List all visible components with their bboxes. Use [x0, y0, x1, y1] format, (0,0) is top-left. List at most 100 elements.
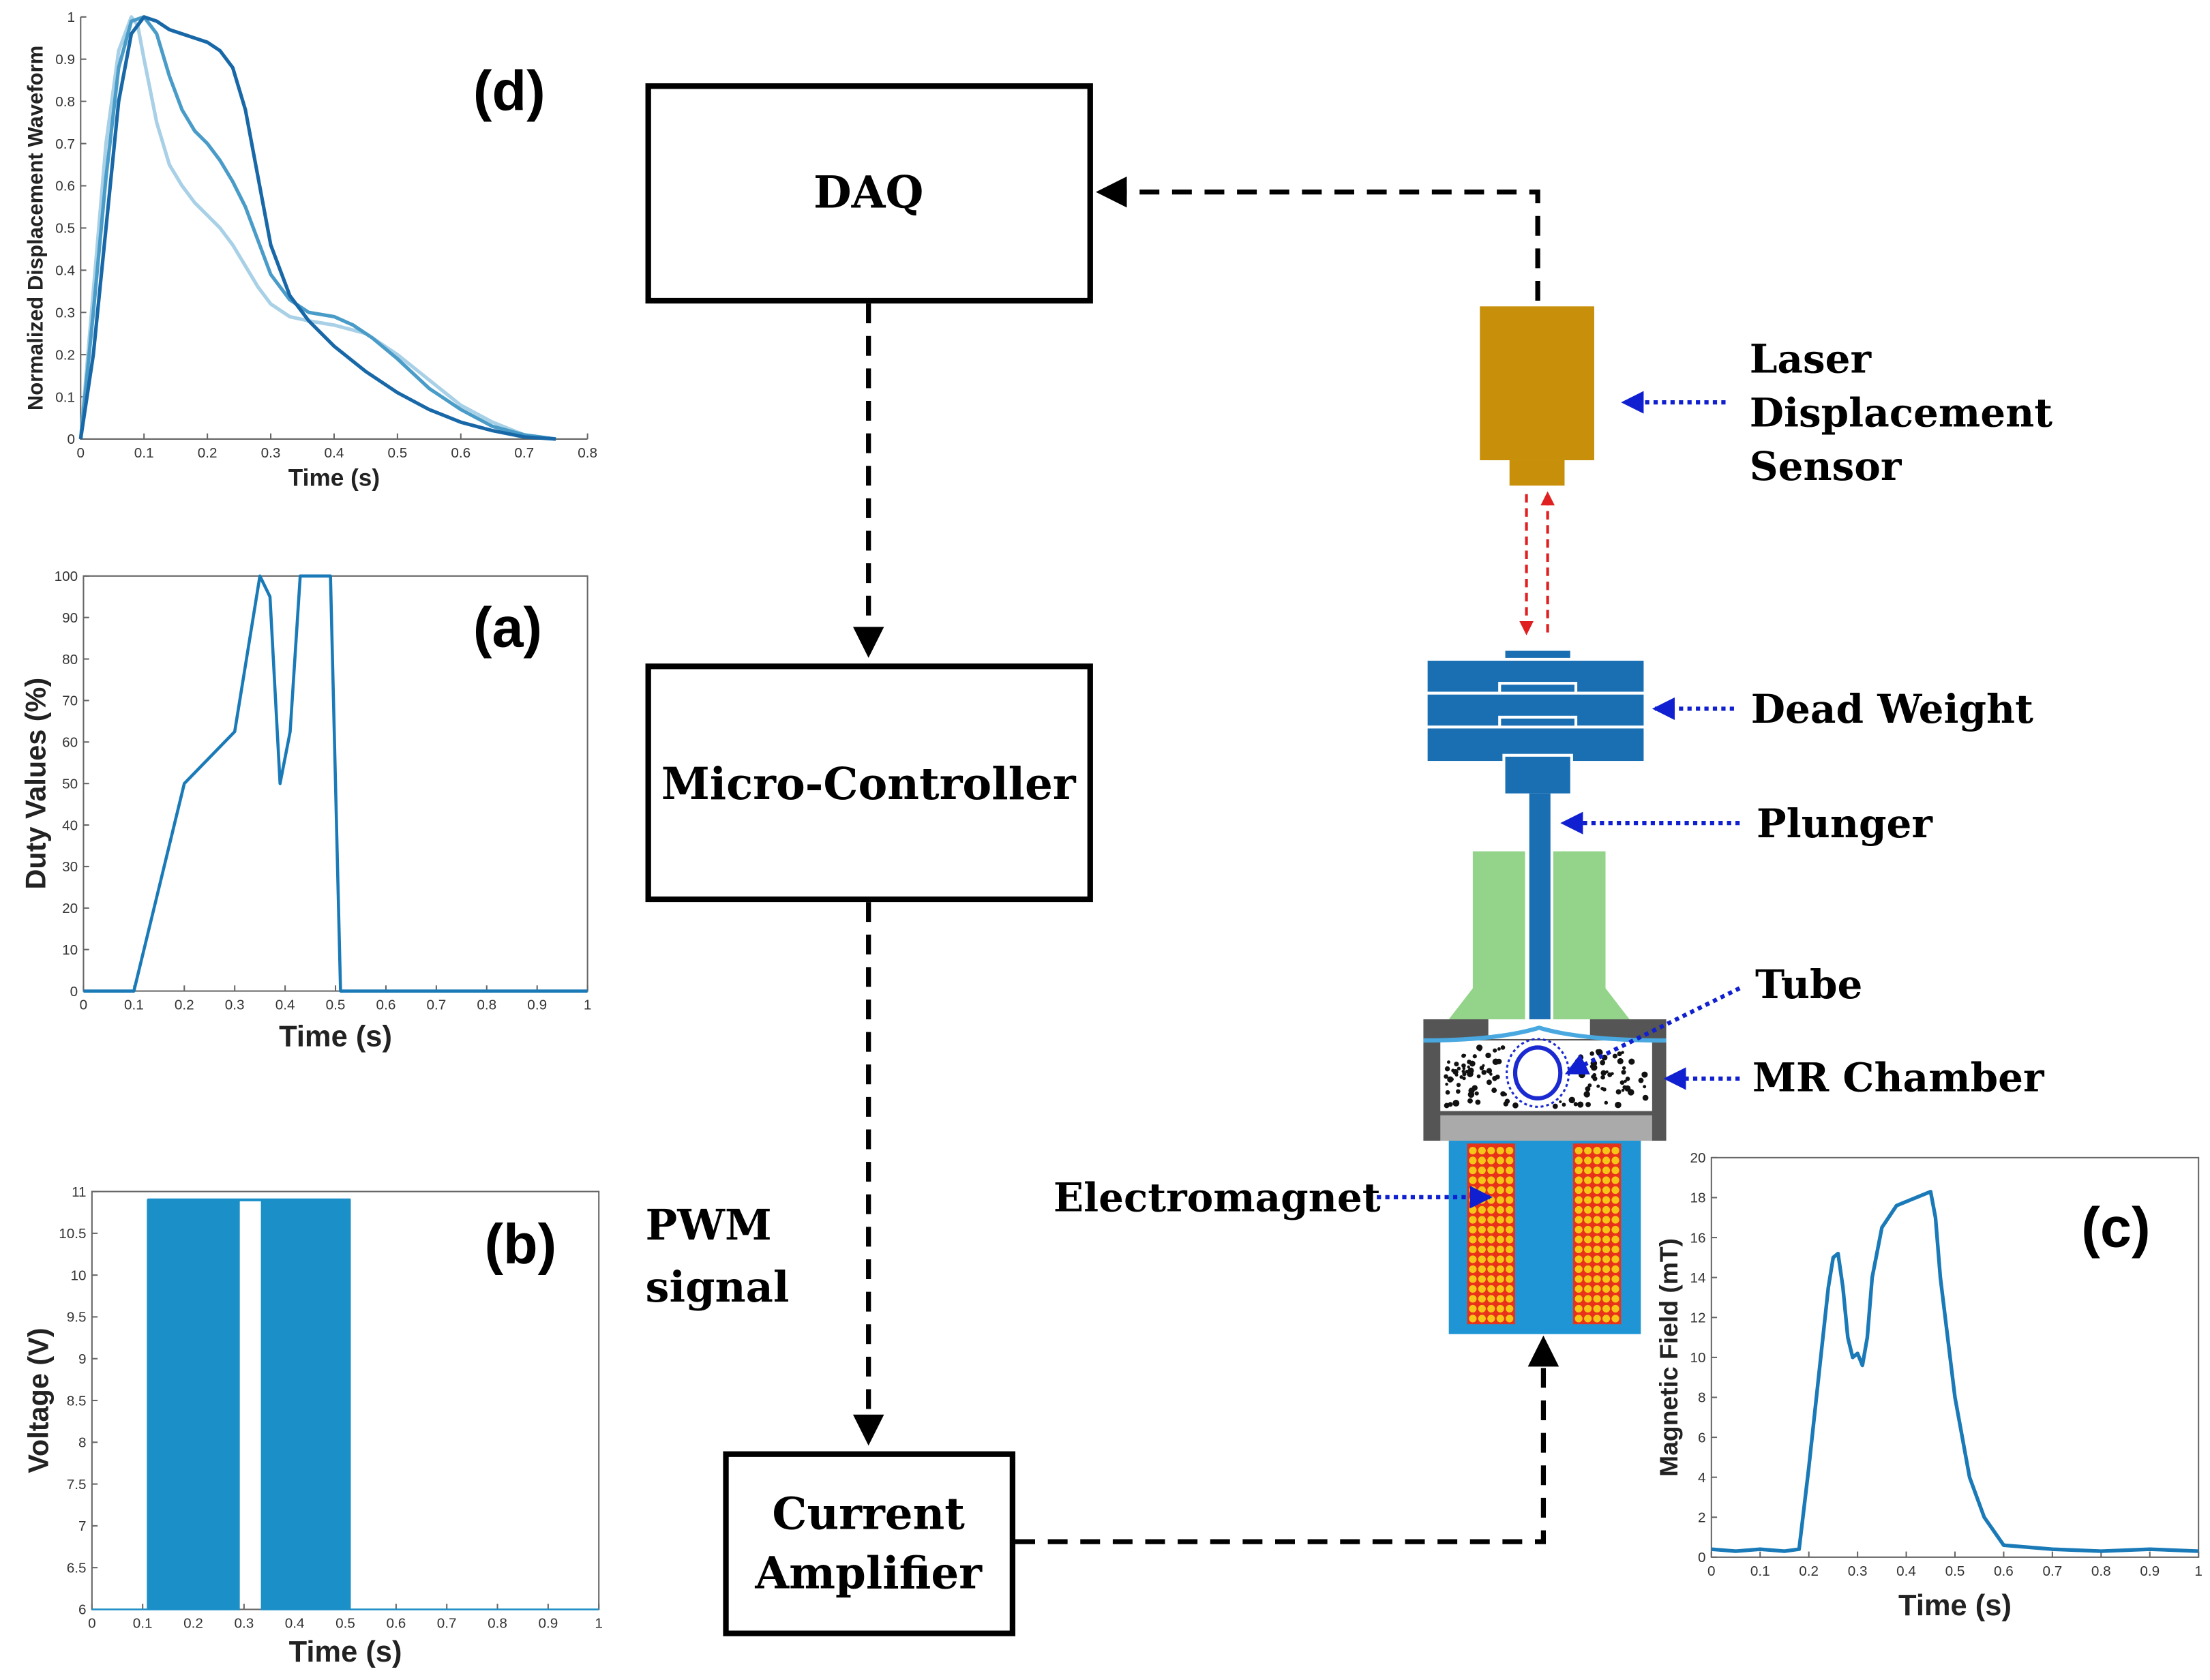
mr-particle	[1463, 1053, 1467, 1058]
mr-particle	[1600, 1075, 1605, 1080]
mr-particle	[1446, 1060, 1450, 1064]
mr-particle	[1589, 1065, 1593, 1068]
coil-winding	[1611, 1196, 1619, 1204]
mr-particle	[1573, 1102, 1578, 1107]
coil-winding	[1478, 1304, 1486, 1313]
y-tick-label: 1	[67, 10, 75, 25]
y-tick-label: 8	[1698, 1390, 1706, 1406]
mr-particle	[1621, 1051, 1624, 1054]
mr-particle	[1485, 1052, 1491, 1059]
y-tick-label: 0.7	[55, 136, 75, 152]
mr-particle	[1492, 1058, 1499, 1066]
coil-winding	[1506, 1156, 1514, 1165]
current-amplifier-label-line1: Current	[772, 1488, 965, 1540]
x-tick-label: 0.6	[386, 1615, 406, 1631]
coil-winding	[1584, 1235, 1592, 1244]
coil-winding	[1602, 1235, 1611, 1244]
mr-particle	[1617, 1051, 1622, 1057]
coil-winding	[1496, 1304, 1504, 1313]
coil-winding	[1469, 1156, 1477, 1165]
coil-winding	[1506, 1285, 1514, 1293]
mr-particle	[1504, 1092, 1507, 1096]
mr-particle	[1621, 1088, 1625, 1092]
coil-winding	[1478, 1166, 1486, 1175]
coil-winding	[1611, 1265, 1619, 1274]
x-tick-label: 0.1	[133, 1615, 153, 1631]
x-tick-label: 0.7	[2042, 1563, 2062, 1579]
series-line-1	[83, 574, 588, 993]
coil-winding	[1611, 1245, 1619, 1254]
coil-winding	[1469, 1235, 1477, 1244]
coil-winding	[1469, 1205, 1477, 1214]
mr-particle	[1624, 1085, 1631, 1092]
coil-winding	[1574, 1196, 1583, 1204]
x-tick-label: 0.2	[183, 1615, 203, 1631]
coil-winding	[1584, 1196, 1592, 1204]
y-tick-label: 0.5	[55, 221, 75, 237]
mr-particle	[1445, 1090, 1450, 1095]
micro-controller-label: Micro-Controller	[661, 759, 1077, 810]
coil-winding	[1496, 1245, 1504, 1254]
coil-winding	[1478, 1186, 1486, 1195]
coil-winding	[1593, 1235, 1601, 1244]
coil-winding	[1593, 1166, 1601, 1175]
x-tick-label: 0.7	[426, 997, 446, 1012]
coil-winding	[1487, 1216, 1495, 1224]
y-tick-label: 6	[1698, 1430, 1706, 1445]
coil-winding	[1496, 1186, 1504, 1195]
laser-beam	[1519, 491, 1555, 635]
coil-winding	[1574, 1225, 1583, 1234]
coil-winding	[1506, 1275, 1514, 1283]
coil-winding	[1487, 1255, 1495, 1263]
mr-particle	[1577, 1101, 1584, 1108]
coil-winding	[1496, 1235, 1504, 1244]
mr-particle	[1467, 1098, 1473, 1104]
mr-particle	[1454, 1073, 1459, 1077]
coil-winding	[1602, 1245, 1611, 1254]
y-tick-label: 4	[1698, 1470, 1706, 1486]
x-tick-label: 0.5	[387, 445, 407, 461]
coil-winding	[1574, 1216, 1583, 1224]
coil-right	[1572, 1143, 1622, 1325]
coil-winding	[1574, 1156, 1583, 1165]
x-tick-label: 0.5	[335, 1615, 355, 1631]
coil-winding	[1584, 1285, 1592, 1293]
coil-winding	[1496, 1255, 1504, 1263]
x-tick-label: 0.1	[1750, 1563, 1770, 1579]
coil-winding	[1506, 1255, 1514, 1263]
coil-winding	[1602, 1186, 1611, 1195]
mr-particle	[1628, 1058, 1635, 1065]
coil-winding	[1584, 1275, 1592, 1283]
y-axis-label: Duty Values (%)	[20, 678, 52, 890]
coil-winding	[1496, 1225, 1504, 1234]
coil-winding	[1574, 1295, 1583, 1303]
mr-particle	[1452, 1099, 1460, 1107]
coil-winding	[1496, 1295, 1504, 1303]
tube	[1512, 1045, 1563, 1101]
x-tick-label: 0.2	[1799, 1563, 1819, 1579]
coil-winding	[1602, 1255, 1611, 1263]
coil-winding	[1574, 1176, 1583, 1184]
coil-winding	[1602, 1285, 1611, 1293]
y-tick-label: 8	[78, 1435, 87, 1451]
coil-winding	[1593, 1225, 1601, 1234]
y-tick-label: 7.5	[67, 1477, 87, 1492]
coil-winding	[1602, 1205, 1611, 1214]
y-tick-label: 0	[70, 984, 78, 1000]
mr-particle	[1476, 1045, 1483, 1051]
laser-displacement-sensor	[1480, 306, 1594, 486]
coil-winding	[1478, 1255, 1486, 1263]
y-tick-label: 10	[1690, 1350, 1706, 1366]
y-tick-label: 11	[72, 1184, 86, 1200]
y-tick-label: 9	[78, 1351, 87, 1367]
panel-label: (d)	[473, 59, 546, 123]
coil-winding	[1478, 1176, 1486, 1184]
mr-particle	[1596, 1084, 1600, 1088]
mr-particle	[1592, 1072, 1597, 1077]
axes-box	[1710, 1156, 2200, 1558]
coil-winding	[1506, 1176, 1514, 1184]
mr-particle	[1472, 1054, 1477, 1059]
coil-winding	[1602, 1315, 1611, 1323]
mr-particle	[1462, 1072, 1467, 1077]
